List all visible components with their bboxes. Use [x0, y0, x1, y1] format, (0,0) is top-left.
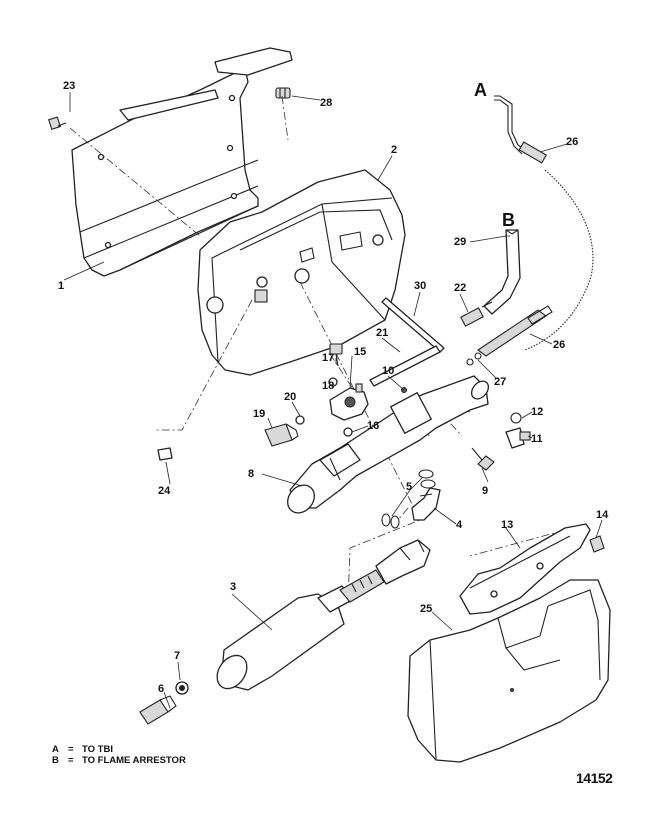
callout-6: 6: [158, 683, 164, 695]
callout-11: 11: [531, 433, 543, 445]
fuel-line-part-26: [477, 95, 594, 357]
letter-a-label: A: [474, 80, 487, 100]
legend-row-b: B = TO FLAME ARRESTOR: [52, 755, 186, 766]
rod-part-21: [369, 345, 441, 387]
callout-12: 12: [531, 406, 543, 418]
rod-part-30: [381, 297, 445, 353]
bracket-part-13: [459, 523, 591, 615]
callout-27: 27: [494, 376, 506, 388]
callout-7: 7: [174, 650, 180, 662]
washer-part-18: [328, 377, 338, 387]
legend-key-a: A: [52, 744, 59, 755]
sensor-part-15: [329, 383, 369, 421]
callout-18: 18: [322, 380, 334, 392]
callout-2: 2: [391, 144, 397, 156]
callout-9: 9: [482, 485, 488, 497]
housing-part-2: [197, 169, 406, 376]
legend-key-b: B: [52, 755, 59, 766]
leader-lines: [63, 92, 603, 709]
elbow-part-4: [411, 487, 441, 521]
screw-part-17: [329, 343, 343, 367]
letter-b-label: B: [502, 210, 515, 230]
mounting-bracket-part-1: [71, 47, 293, 277]
callout-26-bottom: 26: [553, 339, 565, 351]
o-ring-part-12: [510, 412, 522, 424]
callout-14: 14: [596, 509, 609, 521]
callout-25: 25: [420, 603, 432, 615]
fuel-pump-part-3: [216, 539, 431, 691]
callout-26-top: 26: [566, 136, 578, 148]
fitting-part-19: [264, 423, 299, 447]
callout-numbers: 23 28 2 26 29 1 30 22 21 26 15 17 10 27 …: [58, 80, 609, 695]
o-rings-part-5: [381, 469, 436, 529]
callout-20: 20: [284, 391, 296, 403]
rail-part-8: [287, 375, 490, 514]
o-ring-part-27: [466, 358, 474, 366]
callout-23: 23: [63, 80, 75, 92]
callout-13: 13: [501, 519, 513, 531]
nut-part-16: [343, 427, 353, 437]
callout-17: 17: [322, 352, 334, 364]
figure-number: 14152: [576, 770, 613, 786]
callout-21: 21: [376, 327, 388, 339]
callout-30: 30: [414, 280, 426, 292]
callout-29: 29: [454, 236, 466, 248]
callout-22: 22: [454, 282, 466, 294]
legend: A = TO TBI B = TO FLAME ARRESTOR: [52, 744, 186, 766]
washer-part-20: [295, 415, 305, 425]
bolt-part-9: [471, 447, 495, 471]
bolt-part-23: [48, 116, 67, 130]
fitting-part-22: [460, 301, 493, 327]
clip-part-24: [157, 447, 173, 461]
callout-15: 15: [354, 346, 366, 358]
callout-1: 1: [58, 280, 64, 292]
callout-19: 19: [253, 408, 265, 420]
callout-4: 4: [456, 519, 463, 531]
screw-part-14: [589, 535, 605, 553]
legend-row-a: A = TO TBI: [52, 744, 186, 755]
callout-24: 24: [158, 485, 171, 497]
callout-16: 16: [367, 420, 379, 432]
fitting-part-6: [139, 695, 177, 725]
callout-28: 28: [320, 97, 332, 109]
callout-3: 3: [230, 581, 236, 593]
legend-text-b: TO FLAME ARRESTOR: [82, 755, 186, 766]
callout-8: 8: [248, 468, 254, 480]
nut-part-28: [275, 87, 291, 99]
callout-10: 10: [382, 365, 394, 377]
fitting-part-11: [505, 427, 531, 449]
cover-part-25: [407, 579, 611, 763]
legend-text-a: TO TBI: [82, 744, 113, 755]
callout-5: 5: [406, 481, 412, 493]
hose-part-29: [483, 229, 521, 315]
legend-eq-a: =: [68, 744, 74, 755]
legend-eq-b: =: [68, 755, 74, 766]
